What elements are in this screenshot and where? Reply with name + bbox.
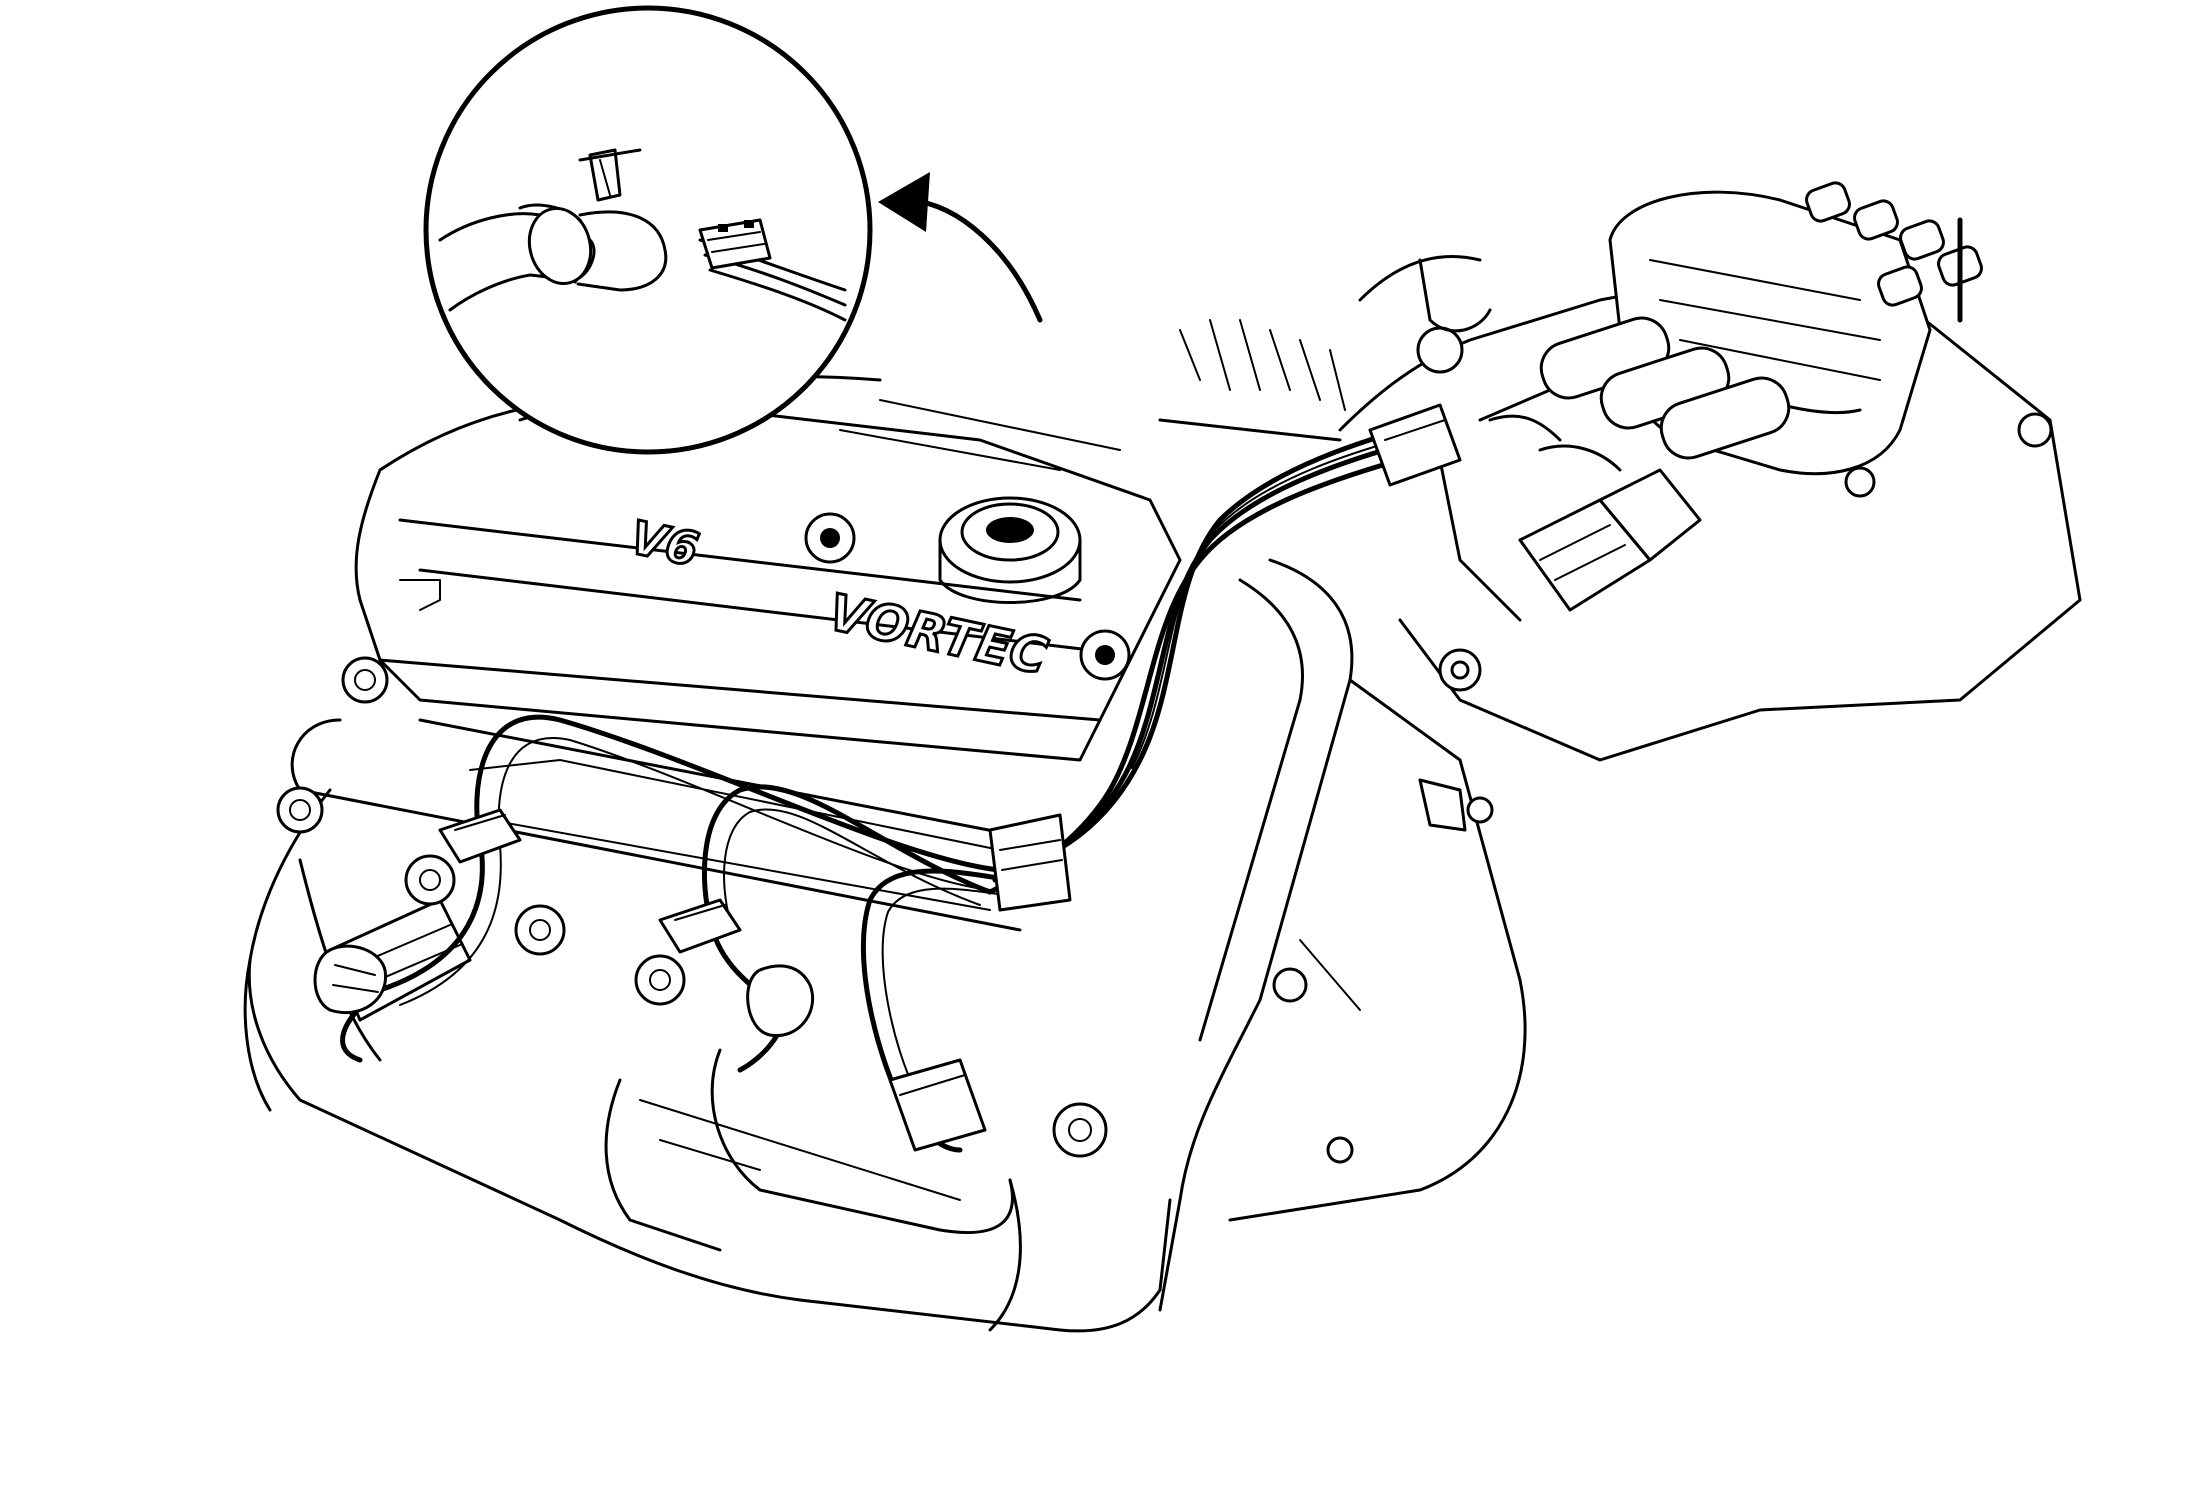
plug-tower (1805, 181, 1851, 223)
manifold-bolt (1052, 1102, 1108, 1158)
engine-block (243, 788, 1172, 1333)
inset-wire-boot (438, 148, 668, 312)
spark-plug-boot (888, 1058, 987, 1152)
plug-tower (1877, 265, 1923, 307)
plug-tower (1853, 199, 1899, 241)
ignition-module (1158, 181, 2082, 762)
brand-label: VORTEC (824, 583, 1053, 686)
fuel-injector (1659, 376, 1791, 460)
manifold-bolt (634, 954, 686, 1006)
plug-tower (1899, 219, 1945, 261)
spark-plug-wire (701, 784, 993, 1073)
inset-wire-retainer (698, 218, 847, 322)
engine-size-label: V6 (626, 510, 703, 577)
spark-plug-boot (313, 944, 387, 1015)
manifold-bolt (514, 904, 566, 956)
detail-inset (423, 5, 873, 455)
wire-retainer-clip (1368, 403, 1462, 487)
cover-bolt (804, 512, 856, 564)
spark-plug-boot (746, 964, 815, 1037)
wire-retainer-clip (988, 813, 1072, 912)
oil-fill-cap (938, 496, 1082, 604)
manifold-bolt (404, 854, 456, 906)
manifold-bolt (341, 656, 389, 704)
manifold-bolt (276, 786, 324, 834)
cover-bolt (1079, 629, 1131, 681)
wire-retainer-clip (438, 808, 522, 864)
front-bracket (1158, 558, 1527, 1312)
valve-cover: V6 VORTEC (354, 374, 1182, 762)
wire-retainer-clip (658, 898, 742, 954)
callout-arrow (878, 172, 1043, 323)
spark-plug-wire-harness (987, 417, 1443, 895)
